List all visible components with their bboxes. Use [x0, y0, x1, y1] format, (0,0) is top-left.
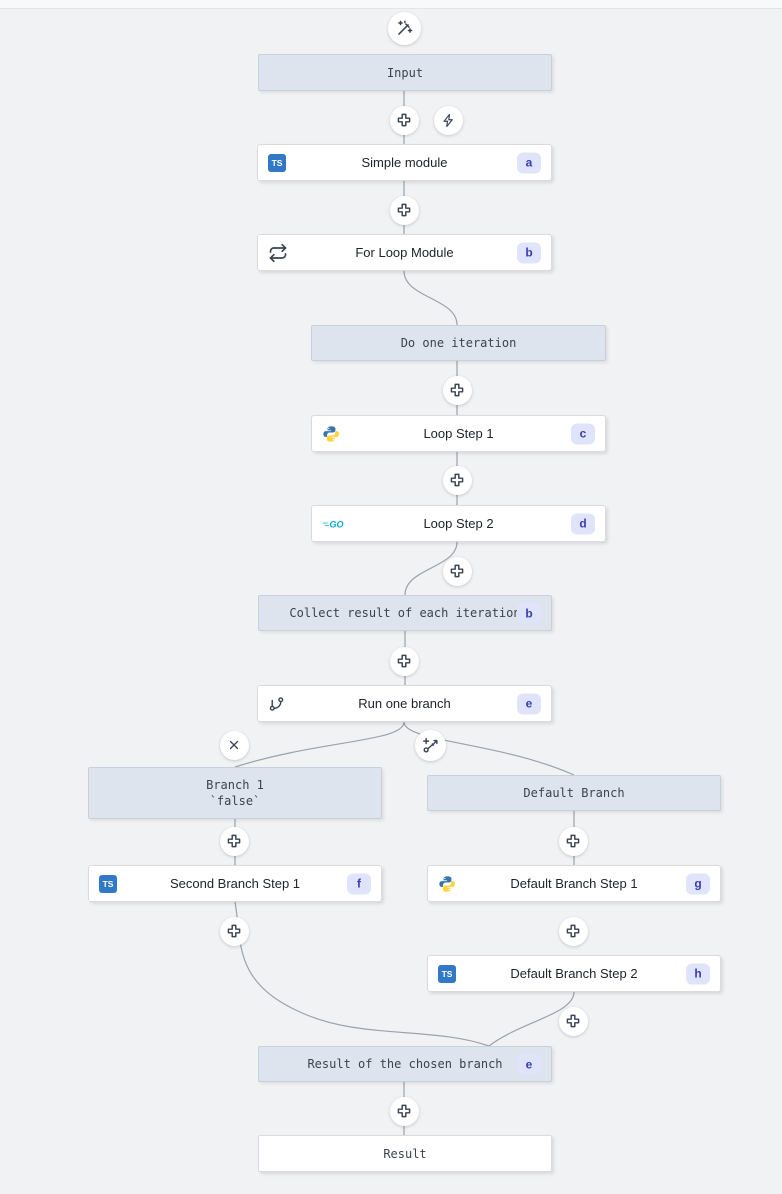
plus-icon — [565, 833, 581, 849]
connector-line — [403, 721, 575, 776]
typescript-icon: TS — [99, 874, 117, 893]
insert-loop-first-button[interactable] — [442, 375, 472, 405]
repeat-icon — [268, 243, 288, 263]
node-branch-1[interactable]: Branch 1 `false` — [88, 767, 382, 819]
typescript-icon: TS — [438, 964, 456, 983]
zap-icon — [441, 113, 456, 128]
node-label-line2: `false` — [209, 794, 261, 808]
connector-line — [403, 270, 458, 326]
node-second-branch-step-1[interactable]: TS Second Branch Step 1 f — [88, 865, 382, 902]
node-label: Default Branch — [523, 786, 625, 800]
node-default-branch-step-1[interactable]: Default Branch Step 1 g — [427, 865, 721, 902]
plus-icon — [396, 202, 412, 218]
insert-between-default-steps-button[interactable] — [558, 916, 588, 946]
node-label-line1: Branch 1 — [206, 778, 264, 792]
insert-before-result-button[interactable] — [389, 1096, 419, 1126]
insert-branch1-first-button[interactable] — [219, 826, 249, 856]
node-label: Loop Step 1 — [423, 425, 494, 441]
plus-icon — [449, 382, 465, 398]
step-id-badge: h — [686, 963, 710, 984]
node-result[interactable]: Result — [258, 1135, 552, 1172]
add-branch-button[interactable] — [414, 729, 446, 761]
step-id-badge: e — [517, 1053, 541, 1075]
node-default-branch-step-2[interactable]: TS Default Branch Step 2 h — [427, 955, 721, 992]
node-label: Result of the chosen branch — [307, 1057, 503, 1071]
plus-icon — [396, 112, 412, 128]
node-label: Default Branch Step 1 — [510, 875, 638, 891]
node-simple-module[interactable]: TS Simple module a — [257, 144, 552, 181]
plus-icon — [396, 653, 412, 669]
node-label: Run one branch — [358, 695, 451, 711]
node-run-one-branch[interactable]: Run one branch e — [257, 685, 552, 722]
wand-sparkles-icon — [395, 19, 414, 38]
insert-after-input-button[interactable] — [389, 105, 419, 135]
plus-icon — [449, 563, 465, 579]
insert-after-second-branch-step-1-button[interactable] — [219, 916, 249, 946]
plus-icon — [226, 833, 242, 849]
node-do-one-iteration[interactable]: Do one iteration — [311, 325, 606, 361]
insert-after-simple-module-button[interactable] — [389, 195, 419, 225]
connector-line — [488, 991, 575, 1047]
insert-after-default-branch-step-2-button[interactable] — [558, 1006, 588, 1036]
step-id-badge: g — [686, 873, 710, 894]
node-label: Simple module — [361, 154, 448, 170]
node-loop-step-2[interactable]: GO Loop Step 2 d — [311, 505, 606, 542]
x-icon — [227, 738, 241, 752]
node-input[interactable]: Input — [258, 54, 552, 91]
ai-builder-button[interactable] — [387, 11, 421, 45]
insert-after-collect-button[interactable] — [389, 646, 419, 676]
step-id-badge: d — [571, 513, 595, 534]
node-label: Collect result of each iteration — [289, 606, 521, 620]
typescript-icon: TS — [268, 153, 286, 172]
go-icon: GO — [322, 517, 349, 530]
node-result-chosen-branch[interactable]: Result of the chosen branch e — [258, 1046, 552, 1082]
svg-text:GO: GO — [330, 519, 344, 529]
node-label: Loop Step 2 — [423, 515, 494, 531]
step-id-badge: f — [347, 873, 371, 894]
trigger-button[interactable] — [433, 105, 463, 135]
node-label: Default Branch Step 2 — [510, 965, 638, 981]
plus-icon — [449, 472, 465, 488]
insert-between-loop-steps-button[interactable] — [442, 465, 472, 495]
python-icon — [438, 875, 456, 893]
plus-icon — [226, 923, 242, 939]
node-for-loop-module[interactable]: For Loop Module b — [257, 234, 552, 271]
node-label: Second Branch Step 1 — [169, 875, 301, 891]
node-label: Branch 1 `false` — [89, 777, 381, 809]
git-branch-icon — [268, 695, 285, 712]
plus-icon — [565, 923, 581, 939]
remove-branch-button[interactable] — [219, 730, 249, 760]
git-branch-plus-icon — [421, 736, 440, 755]
insert-default-first-button[interactable] — [558, 826, 588, 856]
node-label: Result — [383, 1146, 427, 1161]
node-loop-step-1[interactable]: Loop Step 1 c — [311, 415, 606, 452]
plus-icon — [396, 1103, 412, 1119]
step-id-badge: b — [517, 602, 541, 624]
python-icon — [322, 425, 340, 443]
step-id-badge: e — [517, 693, 541, 714]
node-label: Input — [386, 65, 424, 80]
step-id-badge: a — [517, 152, 541, 173]
node-default-branch[interactable]: Default Branch — [427, 775, 721, 811]
step-id-badge: b — [517, 242, 541, 263]
step-id-badge: c — [571, 423, 595, 444]
node-label: Do one iteration — [400, 336, 517, 350]
connector-line — [404, 541, 458, 596]
plus-icon — [565, 1013, 581, 1029]
node-label: For Loop Module — [355, 244, 454, 260]
connector-line — [234, 721, 405, 768]
insert-after-loop-step-2-button[interactable] — [442, 556, 472, 586]
top-divider — [0, 0, 782, 9]
